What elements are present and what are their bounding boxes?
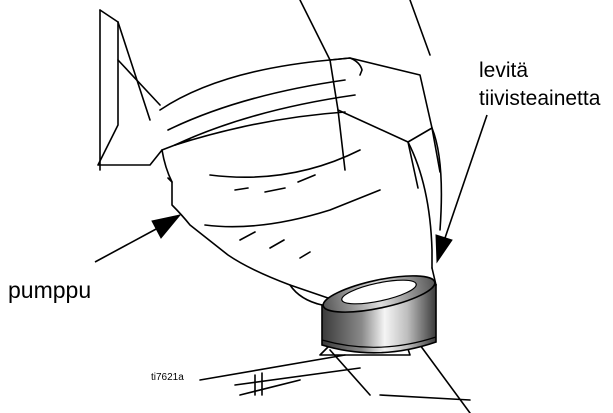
arrow-head-icon bbox=[435, 234, 453, 264]
pump-body-top-edge bbox=[174, 111, 346, 146]
pipe-left bbox=[329, 349, 371, 396]
pump-body-mid-curve bbox=[209, 149, 361, 179]
figure-id-label: ti7621a bbox=[151, 372, 184, 383]
pump-body-right-edge bbox=[407, 141, 433, 269]
bracket-slant bbox=[117, 59, 161, 106]
hex-nut-top bbox=[329, 57, 433, 143]
pump-label: pumppu bbox=[8, 277, 92, 303]
pump-body-lower-shading bbox=[239, 231, 311, 259]
pump-collar-ring bbox=[174, 94, 356, 146]
pump-body-outline bbox=[161, 149, 329, 299]
pump-body-left-cap bbox=[161, 139, 191, 183]
pump-body-lower-curve bbox=[204, 189, 381, 228]
pump-leader-arrow bbox=[94, 214, 182, 263]
sealant-label-line1: levitä bbox=[479, 59, 529, 82]
sealant-label-line2: tiivisteainetta bbox=[479, 87, 601, 110]
sealant-leader-arrow bbox=[435, 114, 488, 264]
base-plate-line bbox=[239, 379, 301, 396]
base-plate-top bbox=[199, 354, 361, 386]
pump-top-cylinder bbox=[299, 0, 431, 61]
base-plate-right bbox=[379, 394, 471, 401]
pump-body-dash bbox=[234, 174, 316, 193]
hex-nut-face bbox=[337, 109, 441, 189]
pump-collar bbox=[159, 57, 363, 111]
bracket-inner-line bbox=[117, 21, 151, 121]
arrow-head-icon bbox=[151, 214, 182, 239]
pump-cone-left bbox=[289, 284, 323, 306]
pipe-right bbox=[419, 344, 471, 413]
hex-nut-right bbox=[431, 127, 443, 231]
sealant-fitting bbox=[321, 275, 437, 354]
pump-collar-lower bbox=[167, 79, 346, 131]
bracket-frame bbox=[97, 9, 163, 166]
